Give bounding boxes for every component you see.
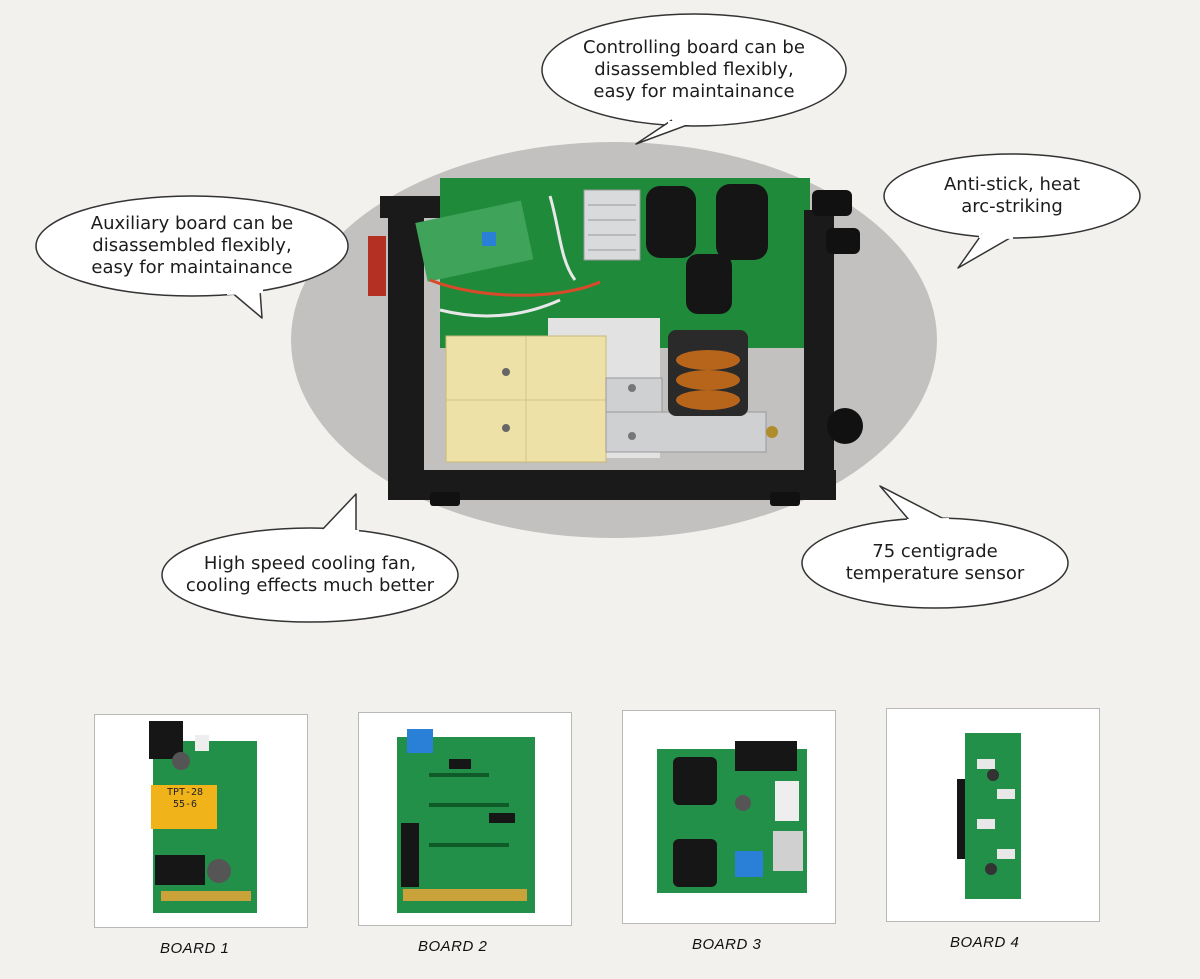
board-1-label: BOARD 1 [160, 940, 230, 957]
callout-anti-stick: Anti-stick, heat arc-striking [882, 152, 1142, 269]
callout-temperature-sensor: 75 centigrade temperature sensor [800, 485, 1070, 610]
board-1-photo: TPT-28 55-6 [94, 714, 308, 928]
board-3-photo [622, 710, 836, 924]
inductor-coil [668, 330, 748, 416]
callout-cooling-fan: High speed cooling fan, cooling effects … [160, 493, 460, 624]
board-2-photo [358, 712, 572, 926]
heatsink [583, 189, 641, 261]
auxiliary-pcb [415, 200, 534, 282]
callout-controlling-board: Controlling board can be disassembled fl… [540, 12, 848, 145]
board-3-label: BOARD 3 [692, 936, 762, 953]
board-2-label: BOARD 2 [418, 938, 488, 955]
capacitors [646, 184, 768, 314]
board-4-photo [886, 708, 1100, 922]
board-4-label: BOARD 4 [950, 934, 1020, 951]
board-1-chip-label: TPT-28 55-6 [166, 787, 204, 810]
callout-auxiliary-board: Auxiliary board can be disassembled flex… [34, 194, 350, 319]
chassis [380, 196, 836, 506]
